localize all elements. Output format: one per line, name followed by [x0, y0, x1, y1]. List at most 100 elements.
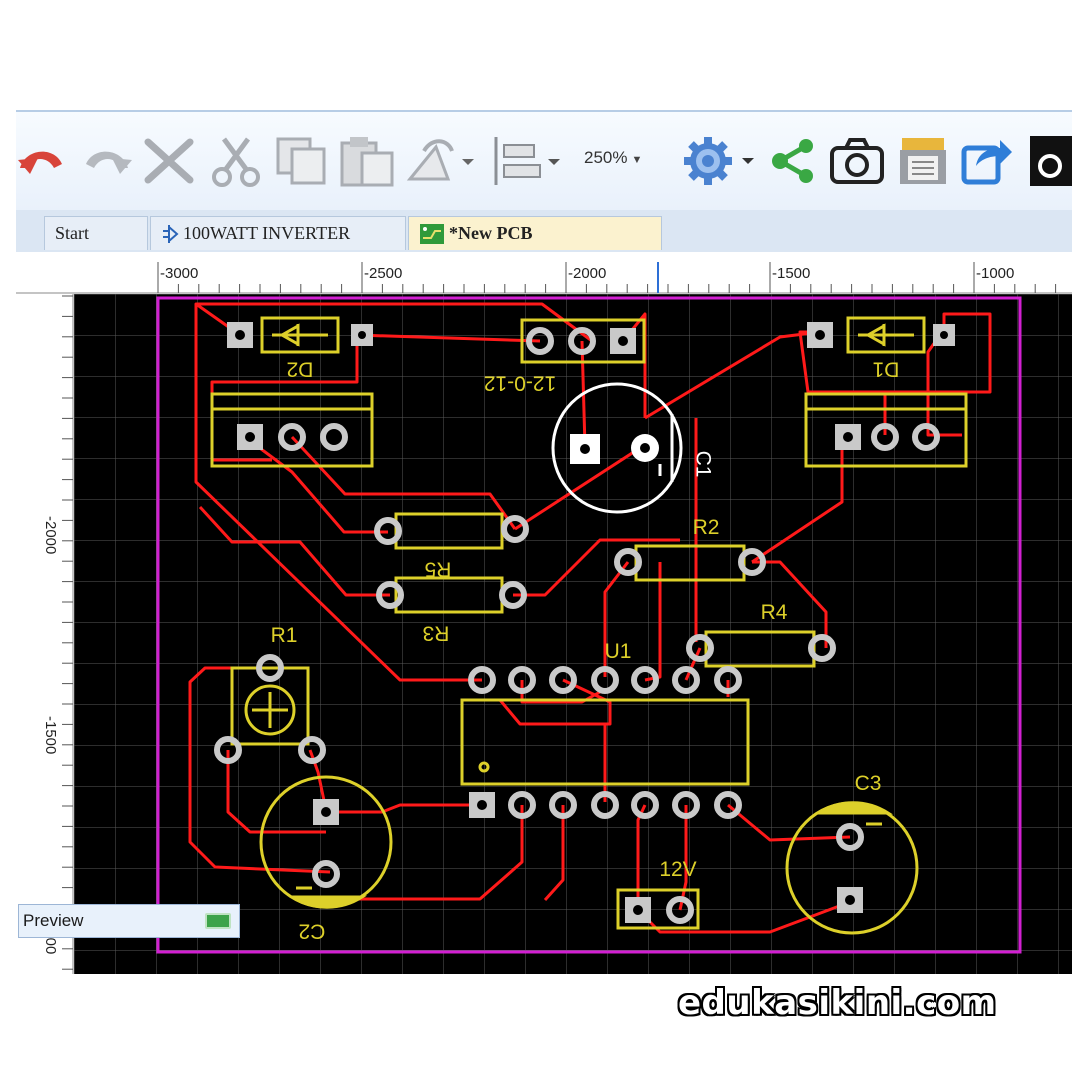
pad-round: [912, 423, 940, 451]
pcb-canvas[interactable]: D2 12-0-12 D1 C1 R2 R5 R3 R4 R1 U1 C3 12…: [74, 294, 1072, 974]
copy-icon[interactable]: [272, 132, 332, 190]
r1-outline: [230, 666, 310, 746]
pad-round: [508, 666, 536, 694]
pad-round: [631, 666, 659, 694]
zoom-label: 250%: [584, 148, 628, 167]
pad-round: [871, 423, 899, 451]
preview-label: Preview: [23, 911, 84, 930]
cut-icon[interactable]: [206, 132, 266, 190]
vertical-ruler: -2000-1500-1000: [16, 294, 74, 974]
r1-knob: [244, 684, 296, 736]
tool-icon[interactable]: [1026, 132, 1072, 190]
pad-hole: [580, 444, 590, 454]
pad-round: [591, 791, 619, 819]
pad-round: [738, 548, 766, 576]
trace: [684, 647, 702, 681]
preview-toggle-button[interactable]: [205, 913, 231, 929]
tab-label: Start: [55, 223, 89, 243]
export-icon[interactable]: [960, 132, 1014, 190]
pad-hole: [618, 336, 628, 346]
trace: [644, 562, 662, 682]
rotate-icon[interactable]: [404, 132, 478, 190]
pad-hole: [843, 432, 853, 442]
pad-round: [549, 791, 577, 819]
pad-round: [501, 515, 529, 543]
pad-hole: [245, 432, 255, 442]
pad-round: [631, 791, 659, 819]
tab-100watt-inverter[interactable]: 100WATT INVERTER: [150, 216, 406, 250]
trace: [194, 304, 482, 682]
pad-round: [672, 666, 700, 694]
pad-round: [808, 634, 836, 662]
undo-icon[interactable]: [16, 132, 66, 190]
settings-icon[interactable]: [680, 132, 756, 190]
c1-component[interactable]: [551, 382, 683, 514]
tab-new-pcb[interactable]: *New PCB: [408, 216, 662, 250]
zoom-dropdown[interactable]: 250%▼: [584, 148, 642, 168]
pad-round: [468, 666, 496, 694]
redo-icon[interactable]: [80, 132, 134, 190]
label-u1: U1: [605, 640, 632, 663]
delete-icon[interactable]: [142, 132, 196, 190]
pad-round: [214, 736, 242, 764]
pad-round: [549, 666, 577, 694]
pad-round: [568, 327, 596, 355]
trace: [352, 805, 524, 901]
label-c2: C2: [299, 919, 326, 942]
label-12v: 12V: [659, 858, 696, 881]
camera-icon[interactable]: [828, 132, 886, 190]
print-icon[interactable]: [896, 132, 950, 190]
regulator-left-outline: [210, 392, 374, 468]
pad-hole: [940, 331, 948, 339]
label-d2: D2: [287, 357, 314, 380]
trace: [514, 446, 641, 531]
tab-start[interactable]: Start: [44, 216, 148, 250]
pad-round: [714, 666, 742, 694]
c3-polarity: [812, 801, 894, 815]
share-icon[interactable]: [768, 132, 818, 190]
pad-round: [666, 896, 694, 924]
pad-hole: [845, 895, 855, 905]
pad-round: [526, 327, 554, 355]
ruler-label: -1500: [42, 716, 59, 754]
label-c3: C3: [855, 772, 882, 795]
document-tabs: Start 100WATT INVERTER *New PCB: [16, 210, 1072, 253]
pad-round: [320, 423, 348, 451]
pad-hole: [235, 330, 245, 340]
trace: [727, 803, 851, 842]
trace: [636, 804, 647, 910]
paste-icon[interactable]: [338, 132, 398, 190]
align-icon[interactable]: [492, 132, 562, 190]
j12-outline: [616, 888, 700, 930]
trace: [513, 538, 680, 597]
r1-cross: [252, 692, 288, 728]
d1-outline: [846, 316, 926, 354]
chevron-down-icon: ▼: [631, 154, 643, 166]
c1-outline: [551, 382, 683, 514]
label-r4: R4: [761, 601, 788, 624]
pad-round: [672, 791, 700, 819]
trace: [210, 335, 359, 462]
ruler-label: -2000: [568, 265, 606, 282]
label-transformer: 12-0-12: [484, 371, 556, 394]
schematic-icon: [163, 224, 179, 243]
u1-outline: [460, 698, 750, 786]
pad-hole: [321, 807, 331, 817]
trace: [798, 312, 992, 394]
copper-traces: [188, 302, 992, 934]
ruler-label: -1500: [772, 265, 810, 282]
pad-round: [374, 517, 402, 545]
pad-hole: [358, 331, 366, 339]
trace: [198, 505, 390, 597]
u1-pin1-marker: [478, 761, 490, 773]
pad-round: [278, 423, 306, 451]
trace: [226, 750, 326, 834]
pad-round: [836, 823, 864, 851]
trace: [356, 333, 541, 343]
pad-round: [298, 736, 326, 764]
preview-panel[interactable]: Preview: [18, 904, 240, 938]
board-outline: [156, 296, 1022, 954]
ruler-label: -3000: [160, 265, 198, 282]
pad-round: [508, 791, 536, 819]
trace: [644, 330, 821, 420]
